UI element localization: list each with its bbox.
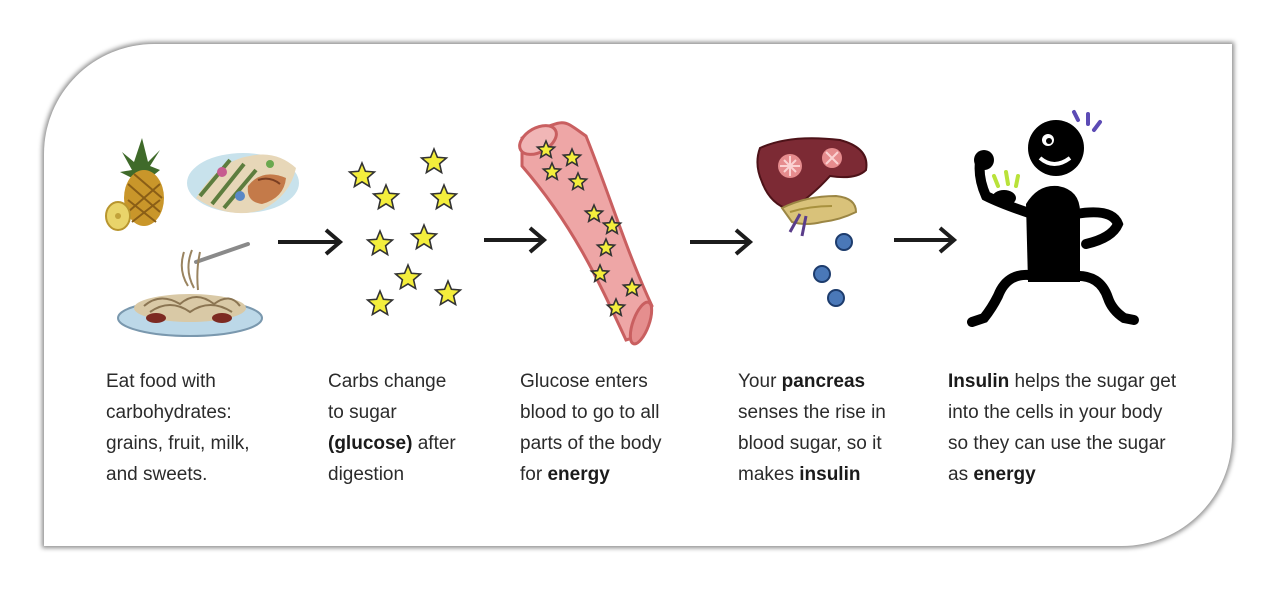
step-caption-blood: Glucose enters blood to go to all parts of… [520,366,662,490]
glucose-star-icon [535,138,557,159]
glucose-star-icon [371,182,401,211]
insulin-dot-icon [835,233,853,251]
glucose-star-icon [419,146,449,175]
vessel-stars [535,138,643,317]
arrow-right-icon [690,228,754,256]
caption-text: to sugar [328,402,397,423]
caption-text: Glucose enters [520,371,648,392]
glucose-star-icon [561,146,583,167]
strong-figure-icon [967,110,1139,327]
caption-text: senses the rise in [738,402,886,423]
glucose-star-icon [541,160,563,181]
pasta-plate-icon [117,242,263,337]
step-caption-sugar: Carbs change to sugar (glucose) after diges… [328,366,456,490]
caption-text: Eat food with [106,371,216,392]
arrow-right-icon [278,228,344,256]
caption-text: parts of the body [520,433,662,454]
insulin-dot-icon [813,265,831,283]
glucose-star-icon [409,222,439,251]
caption-line: Your pancreas [738,366,886,397]
pineapple-icon [105,138,164,231]
caption-line: so they can use the sugar [948,428,1176,459]
caption-text: blood to go to all [520,402,660,423]
caption-text: grains, fruit, milk, [106,433,250,454]
glucose-star-icon [567,170,589,191]
caption-line: blood sugar, so it [738,428,886,459]
step-caption-pancreas: Your pancreas senses the rise in blood sug… [738,366,886,490]
caption-bold-term: energy [973,464,1036,485]
glucose-star-icon [605,296,627,317]
caption-text: digestion [328,464,405,485]
caption-line: grains, fruit, milk, [106,428,250,459]
glucose-star-icon [589,262,611,283]
caption-text: after [412,433,456,454]
glucose-star-icon [365,228,395,257]
grains-bread-icon [187,153,299,214]
caption-text: as [948,464,974,485]
caption-bold-term: insulin [799,464,861,485]
fruit-grain-food-icon [105,138,299,231]
glucose-star-icon [429,182,459,211]
caption-text: carbohydrates: [106,402,232,423]
glucose-star-icon [621,276,643,297]
caption-bold-term: Insulin [948,371,1010,392]
insulin-dots [813,233,853,307]
caption-text: Carbs change [328,371,447,392]
glucose-star-icon [601,214,623,235]
caption-line: Eat food with [106,366,250,397]
caption-line: (glucose) after [328,428,456,459]
caption-text: into the cells in your body [948,402,1163,423]
caption-text: Your [738,371,782,392]
arrow-right-icon [894,226,958,254]
caption-text: blood sugar, so it [738,433,882,454]
caption-bold-term: energy [547,464,610,485]
caption-text: makes [738,464,800,485]
glucose-star-icon [347,160,377,189]
glucose-star-icon [365,288,395,317]
caption-bold-term: (glucose) [328,433,413,454]
arrow-right-icon [484,226,548,254]
liver-pancreas-icon [756,137,868,237]
caption-text: for [520,464,548,485]
caption-line: Glucose enters [520,366,662,397]
caption-bold-term: pancreas [781,371,866,392]
step-caption-insulin: Insulin helps the sugar get into the cell… [948,366,1176,490]
insulin-dot-icon [827,289,845,307]
caption-line: carbohydrates: [106,397,250,428]
caption-line: as energy [948,459,1176,490]
caption-line: blood to go to all [520,397,662,428]
caption-line: and sweets. [106,459,250,490]
caption-line: Insulin helps the sugar get [948,366,1176,397]
caption-text: and sweets. [106,464,208,485]
caption-text: so they can use the sugar [948,433,1166,454]
caption-line: to sugar [328,397,456,428]
glucose-star-icon [583,202,605,223]
glucose-stars [347,146,463,317]
glucose-star-icon [433,278,463,307]
glucose-star-icon [393,262,423,291]
caption-line: parts of the body [520,428,662,459]
caption-line: into the cells in your body [948,397,1176,428]
step-caption-food: Eat food with carbohydrates: grains, fruit… [106,366,250,490]
caption-line: for energy [520,459,662,490]
caption-line: makes insulin [738,459,886,490]
caption-text: helps the sugar get [1009,371,1177,392]
caption-line: senses the rise in [738,397,886,428]
caption-line: digestion [328,459,456,490]
caption-line: Carbs change [328,366,456,397]
glucose-star-icon [595,236,617,257]
